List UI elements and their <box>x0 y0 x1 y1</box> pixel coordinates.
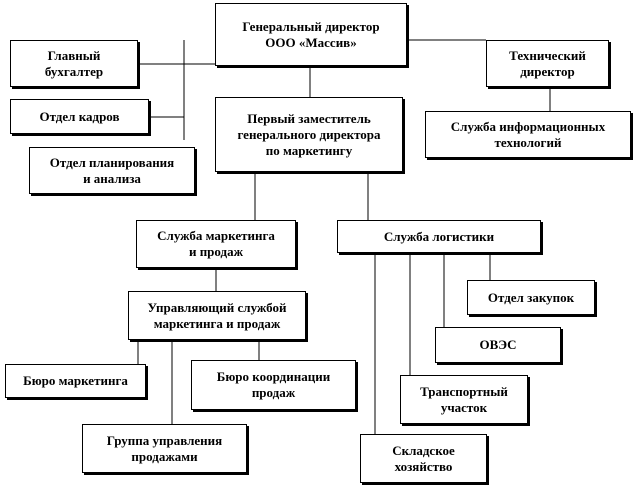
planning-department-box: Отдел планирования и анализа <box>29 147 195 194</box>
logistics-service-box: Служба логистики <box>337 220 541 253</box>
technical-director-box: Технический директор <box>486 40 609 87</box>
marketing-manager-box: Управляющий службой маркетинга и продаж <box>128 291 306 340</box>
oves-box: ОВЭС <box>435 327 561 363</box>
purchasing-department-box: Отдел закупок <box>467 280 595 315</box>
sales-management-group-box: Группа управления продажами <box>82 424 247 473</box>
it-service-box: Служба информационных технологий <box>425 111 631 158</box>
chief-accountant-box: Главный бухгалтер <box>10 40 138 87</box>
first-deputy-box: Первый заместитель генерального директор… <box>215 97 403 172</box>
warehouse-box: Складское хозяйство <box>360 434 487 483</box>
marketing-sales-service-box: Служба маркетинга и продаж <box>136 220 296 268</box>
sales-coordination-bureau-box: Бюро координации продаж <box>191 360 356 410</box>
marketing-bureau-box: Бюро маркетинга <box>5 364 146 398</box>
hr-department-box: Отдел кадров <box>10 99 149 134</box>
ceo-box: Генеральный директор ООО «Массив» <box>215 3 407 66</box>
transport-section-box: Транспортный участок <box>400 375 528 424</box>
